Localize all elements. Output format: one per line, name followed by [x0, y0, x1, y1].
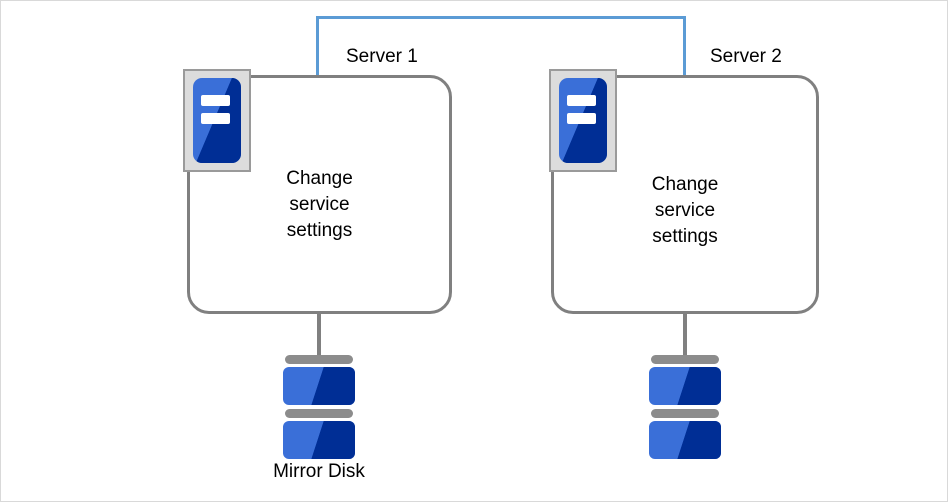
cluster-bracket-left-line	[316, 16, 319, 76]
disk-block-lower	[649, 421, 721, 459]
disk-block-lower-shade	[649, 421, 721, 459]
server-icon-bar-bottom	[566, 112, 597, 124]
server-icon-body	[559, 78, 607, 163]
disk-plate-middle	[285, 409, 353, 418]
server-1-disk-connector	[317, 314, 321, 359]
server-icon-bar-bottom	[200, 112, 231, 124]
server-icon-bar-top	[566, 95, 597, 107]
server-2-box-text: Change service settings	[651, 174, 719, 247]
disk-block-upper-shade	[283, 367, 355, 405]
disk-plate-top	[285, 355, 353, 364]
disk-block-upper	[283, 367, 355, 405]
disk-block-lower	[283, 421, 355, 459]
server-2-disk-connector	[683, 314, 687, 359]
server-icon	[183, 69, 251, 172]
disk-plate-top	[651, 355, 719, 364]
server-icon-body	[193, 78, 241, 163]
server-1-label: Server 1	[346, 46, 418, 67]
server-1-box-text: Change service settings	[286, 168, 353, 241]
cluster-bracket-top-line	[316, 16, 686, 19]
server-icon-bar-top	[200, 95, 231, 107]
mirror-disk-label: Mirror Disk	[273, 461, 365, 482]
server-2-label: Server 2	[710, 46, 782, 67]
server-icon	[549, 69, 617, 172]
cluster-bracket-right-line	[683, 16, 686, 76]
disk-plate-middle	[651, 409, 719, 418]
disk-block-upper-shade	[649, 367, 721, 405]
disk-block-upper	[649, 367, 721, 405]
disk-block-lower-shade	[283, 421, 355, 459]
server-1-box[interactable]: Change service settings	[187, 75, 452, 314]
mirror-disk-icon-2	[649, 355, 721, 459]
mirror-disk-icon-1: Mirror Disk	[273, 355, 365, 482]
